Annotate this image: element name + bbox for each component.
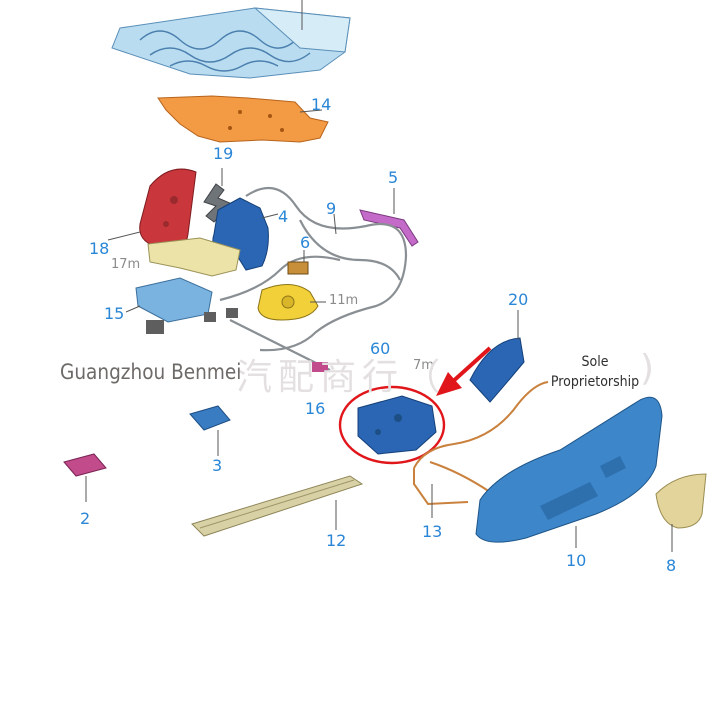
control-module-part (125, 277, 213, 323)
watermark-sole-proprietorship: Sole Proprietorship (540, 352, 650, 392)
highlighted-module-part (357, 395, 437, 455)
heat-mat-part (111, 0, 351, 79)
wiring-harness-part (219, 186, 408, 371)
highlight-circle (338, 385, 446, 465)
callout-15: 15 (104, 304, 125, 323)
side-trim-part (475, 396, 663, 548)
callout-3: 3 (212, 456, 223, 475)
lumbar-motor-part (257, 284, 326, 321)
callout-20: 20 (508, 290, 529, 309)
side-shield-part (107, 168, 197, 251)
watermark-close-paren: ) (640, 348, 655, 389)
callout-8: 8 (666, 556, 677, 575)
clip-part-2 (63, 453, 107, 502)
torque-11m: 11m (329, 293, 359, 308)
seat-rail-part (191, 475, 364, 537)
highlight-arrow (436, 346, 492, 396)
hook-part (203, 168, 233, 223)
callout-14: 14 (311, 95, 332, 114)
clip-part-3 (189, 405, 231, 456)
watermark-chinese: 汽配商行（ (236, 357, 447, 398)
callout-2: 2 (80, 509, 91, 528)
callout-12: 12 (326, 531, 347, 550)
connector-cluster (146, 308, 328, 372)
end-cap-part (655, 473, 707, 552)
purple-bracket-part (359, 188, 419, 247)
switch-part (469, 310, 525, 403)
torque-7m: 7m (413, 358, 434, 373)
callout-10: 10 (566, 551, 587, 570)
callout-60: 60 (370, 339, 391, 358)
callout-16: 16 (305, 399, 326, 418)
callout-13: 13 (422, 522, 443, 541)
watermark-sole-line1: Sole (581, 354, 609, 370)
callout-18: 18 (89, 239, 110, 258)
connector-part (287, 250, 309, 275)
torque-17m: 17m (111, 257, 141, 272)
mount-bracket-part (147, 237, 241, 277)
callout-19: 19 (213, 144, 234, 163)
callout-5: 5 (388, 168, 399, 187)
callout-9: 9 (326, 199, 337, 218)
watermark-sole-line2: Proprietorship (550, 374, 640, 390)
seat-pan-part (157, 95, 329, 143)
watermark-company: Guangzhou Benmei (60, 360, 242, 384)
callout-6: 6 (300, 233, 311, 252)
callout-4: 4 (278, 207, 289, 226)
